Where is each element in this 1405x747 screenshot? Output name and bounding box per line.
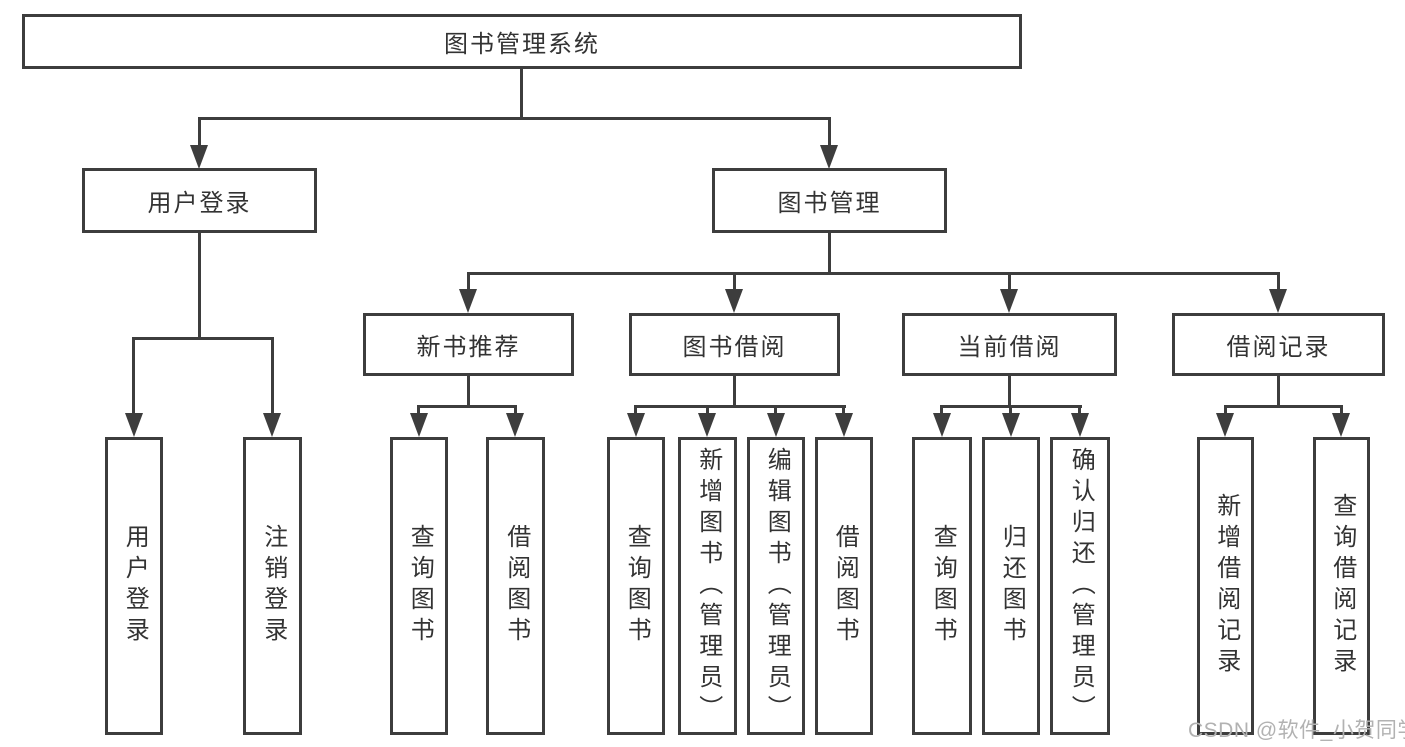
connector-records-stem-2 — [1340, 405, 1343, 418]
arrowhead-down — [1216, 413, 1234, 437]
node-new-book-recommend: 新书推荐 — [363, 313, 574, 376]
connector-records-vertical — [1277, 376, 1280, 408]
node-label: 借阅图书 — [502, 524, 530, 648]
leaf-return-book: 归还图书 — [982, 437, 1040, 735]
connector-current-vertical — [1008, 376, 1011, 408]
connector-borrowing-stem-3 — [774, 405, 777, 418]
node-label: 查询图书 — [406, 524, 434, 648]
connector-borrowing-stem-4 — [842, 405, 845, 418]
connector-userlogin-rail — [132, 337, 274, 340]
connector-bookmgmt-vertical — [828, 233, 831, 275]
connector-root-stem-1 — [198, 117, 201, 150]
connector-bookmgmt-stem-3 — [1008, 272, 1011, 295]
connector-bookmgmt-stem-4 — [1277, 272, 1280, 295]
arrowhead-down — [459, 289, 477, 313]
arrowhead-down — [698, 413, 716, 437]
connector-current-stem-1 — [940, 405, 943, 418]
arrowhead-down — [410, 413, 428, 437]
node-current-borrowing: 当前借阅 — [902, 313, 1117, 376]
node-label: 查询图书 — [929, 524, 957, 648]
connector-bookmgmt-rail — [467, 272, 1280, 275]
node-label: 图书管理 — [777, 190, 882, 217]
leaf-borrow-books-recommend: 借阅图书 — [486, 437, 545, 735]
node-label: 查询借阅记录 — [1328, 493, 1356, 679]
leaf-edit-book-admin: 编辑图书（管理员） — [747, 437, 805, 735]
node-label: 编辑图书（管理员） — [763, 446, 791, 726]
arrowhead-down — [627, 413, 645, 437]
connector-bookmgmt-stem-2 — [733, 272, 736, 295]
node-label: 归还图书 — [998, 524, 1026, 648]
connector-newbook-stem-1 — [417, 405, 420, 418]
csdn-watermark: CSDN @软件_小贺同学 — [1188, 719, 1405, 742]
node-label: 用户登录 — [121, 524, 149, 648]
leaf-query-books-recommend: 查询图书 — [390, 437, 448, 735]
connector-borrowing-rail — [634, 405, 846, 408]
node-label: 当前借阅 — [957, 334, 1062, 361]
connector-records-stem-1 — [1224, 405, 1227, 418]
connector-userlogin-stem-2 — [271, 337, 274, 417]
connector-borrowing-stem-2 — [706, 405, 709, 418]
connector-records-rail — [1224, 405, 1343, 408]
node-label: 确认归还（管理员） — [1067, 446, 1095, 726]
arrowhead-down — [263, 413, 281, 437]
node-label: 新增借阅记录 — [1212, 493, 1240, 679]
node-label: 用户登录 — [147, 190, 252, 217]
node-label: 图书借阅 — [682, 334, 787, 361]
connector-current-stem-2 — [1009, 405, 1012, 418]
node-label: 借阅图书 — [831, 524, 859, 648]
leaf-query-books-current: 查询图书 — [912, 437, 972, 735]
leaf-query-borrow-record: 查询借阅记录 — [1313, 437, 1370, 735]
arrowhead-down — [933, 413, 951, 437]
node-user-login: 用户登录 — [82, 168, 317, 233]
node-label: 新书推荐 — [416, 334, 521, 361]
connector-borrowing-stem-1 — [634, 405, 637, 418]
connector-newbook-vertical — [467, 376, 470, 408]
connector-root-vertical — [520, 69, 523, 120]
node-library-management-system: 图书管理系统 — [22, 14, 1022, 69]
node-book-management: 图书管理 — [712, 168, 947, 233]
connector-root-rail — [198, 117, 831, 120]
arrowhead-down — [820, 145, 838, 169]
connector-newbook-rail — [417, 405, 517, 408]
arrowhead-down — [1000, 289, 1018, 313]
arrowhead-down — [1002, 413, 1020, 437]
arrowhead-down — [725, 289, 743, 313]
connector-borrowing-vertical — [733, 376, 736, 408]
connector-newbook-stem-2 — [514, 405, 517, 418]
node-label: 查询图书 — [623, 524, 651, 648]
arrowhead-down — [125, 413, 143, 437]
leaf-add-borrow-record: 新增借阅记录 — [1197, 437, 1254, 735]
arrowhead-down — [767, 413, 785, 437]
arrowhead-down — [835, 413, 853, 437]
arrowhead-down — [1332, 413, 1350, 437]
leaf-logout: 注销登录 — [243, 437, 302, 735]
leaf-borrow-books-borrowing: 借阅图书 — [815, 437, 873, 735]
leaf-user-login: 用户登录 — [105, 437, 163, 735]
node-label: 注销登录 — [259, 524, 287, 648]
connector-root-stem-2 — [828, 117, 831, 150]
arrowhead-down — [190, 145, 208, 169]
leaf-add-book-admin: 新增图书（管理员） — [678, 437, 737, 735]
node-borrowing-records: 借阅记录 — [1172, 313, 1385, 376]
node-label: 图书管理系统 — [444, 31, 600, 58]
leaf-confirm-return-admin: 确认归还（管理员） — [1050, 437, 1110, 735]
connector-userlogin-stem-1 — [132, 337, 135, 417]
arrowhead-down — [1269, 289, 1287, 313]
node-book-borrowing: 图书借阅 — [629, 313, 840, 376]
connector-bookmgmt-stem-1 — [467, 272, 470, 295]
connector-userlogin-vertical — [198, 233, 201, 340]
arrowhead-down — [1071, 413, 1089, 437]
leaf-query-books-borrowing: 查询图书 — [607, 437, 665, 735]
node-label: 新增图书（管理员） — [694, 446, 722, 726]
connector-current-stem-3 — [1078, 405, 1081, 418]
node-label: 借阅记录 — [1226, 334, 1331, 361]
arrowhead-down — [506, 413, 524, 437]
